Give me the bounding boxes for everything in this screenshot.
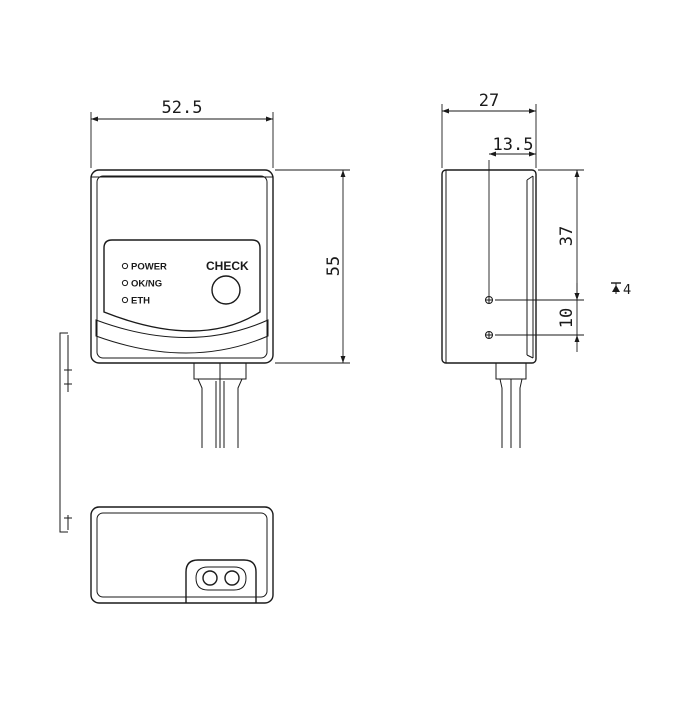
mounting-hole-upper	[485, 296, 493, 304]
front-view: POWER OK/NG ETH CHECK 52.5 55	[90, 98, 350, 448]
check-button	[211, 275, 241, 305]
bottom-view	[90, 506, 274, 604]
hole-depth-symbol-icon	[611, 282, 621, 294]
indicator-power: POWER	[131, 262, 167, 273]
front-cable	[193, 362, 247, 448]
front-width-dim: 52.5	[162, 98, 203, 118]
front-bezel	[95, 319, 269, 354]
connector-pin-left	[202, 570, 218, 586]
front-body-inner	[96, 175, 268, 359]
indicator-eth: ETH	[131, 296, 150, 307]
check-label: CHECK	[206, 259, 249, 273]
front-body	[90, 169, 274, 364]
mounting-hole-lower	[485, 331, 493, 339]
side-cable	[495, 362, 527, 448]
hole-depth-label: 4	[623, 283, 631, 298]
connector-pin-right	[224, 570, 240, 586]
side-depth-dim: 27	[479, 91, 499, 111]
indicator-okng: OK/NG	[131, 279, 162, 290]
side-hole-height-dim: 37	[557, 226, 577, 246]
front-panel	[103, 239, 261, 332]
bottom-body	[90, 506, 274, 604]
power-led-icon	[121, 262, 129, 270]
front-height-dim: 55	[324, 256, 344, 276]
okng-led-icon	[121, 279, 129, 287]
eth-led-icon	[121, 296, 129, 304]
side-hole-spacing-dim: 10	[557, 308, 577, 328]
left-edge-view	[59, 332, 72, 533]
side-hole-offset-dim: 13.5	[493, 135, 534, 155]
side-view: 27 13.5 37 10 4	[441, 91, 631, 448]
connector-port	[185, 559, 257, 603]
